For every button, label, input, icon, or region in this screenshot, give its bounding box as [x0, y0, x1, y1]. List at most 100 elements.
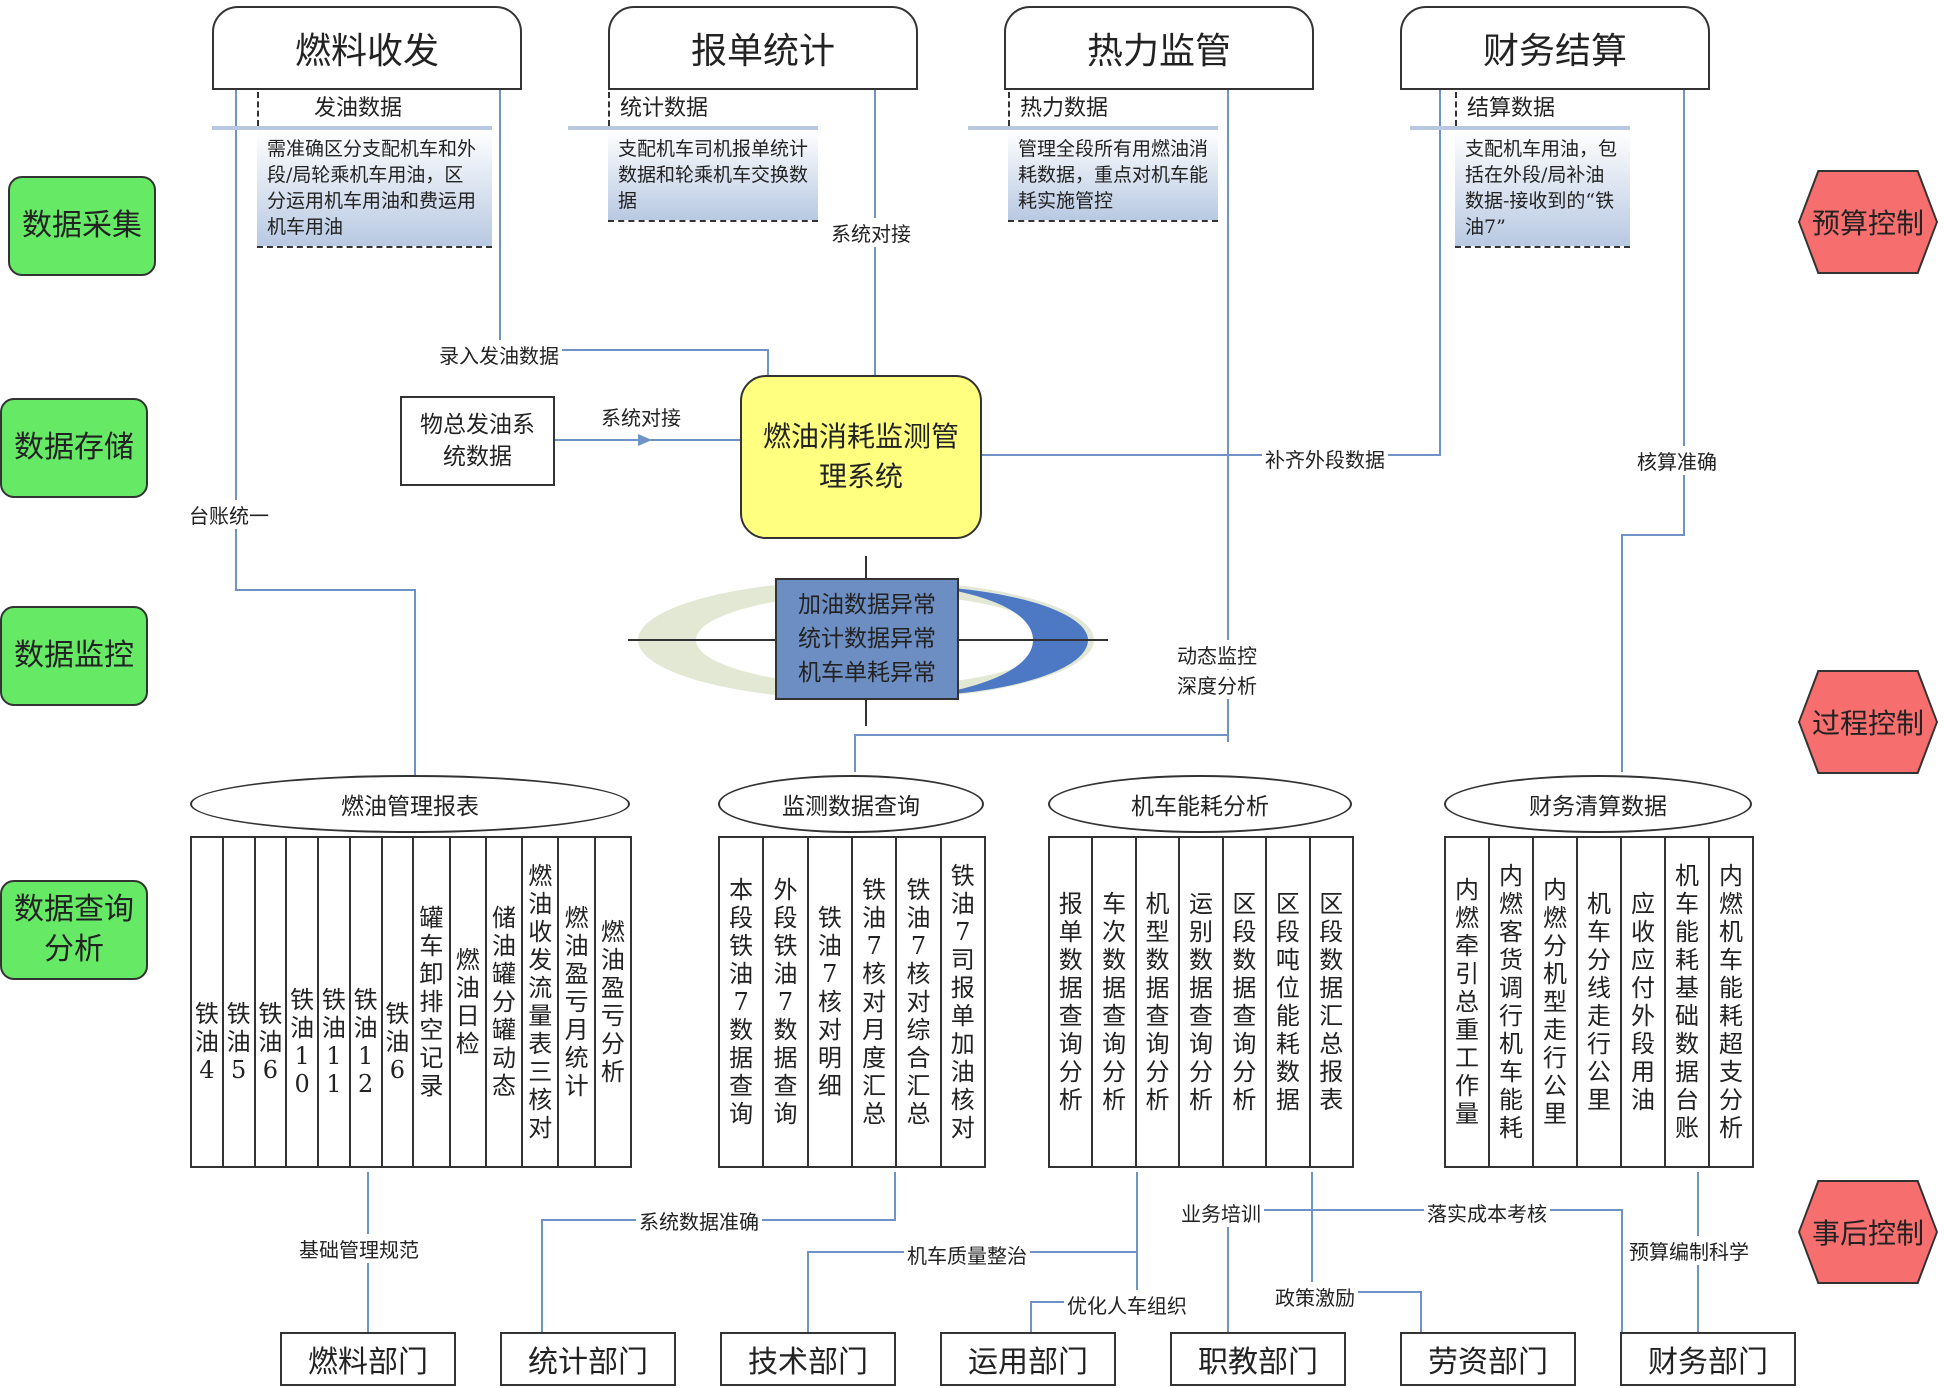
center-system-box: 燃油消耗监测管理系统: [740, 375, 982, 539]
top-box-title: 财务结算: [1482, 31, 1627, 72]
desc-label: 统计数据: [608, 92, 818, 126]
report-item: 铁油11: [319, 838, 351, 1166]
report-item: 外段铁油7数据查询: [764, 838, 809, 1166]
report-item: 铁油7核对综合汇总: [897, 838, 942, 1166]
report-item: 机车分线走行公里: [1578, 838, 1622, 1166]
edge-label-training: 业务培训: [1178, 1198, 1264, 1227]
report-item: 内燃牵引总重工作量: [1446, 838, 1490, 1166]
report-item: 燃油收发流量表三核对: [523, 838, 560, 1166]
report-item: 储油罐分罐动态: [487, 838, 524, 1166]
edge-label-optimize-crew: 优化人车组织: [1064, 1290, 1190, 1319]
top-box-report: 报单统计: [608, 6, 918, 90]
report-group-title: 机车能耗分析: [1048, 775, 1352, 833]
desc-label: 热力数据: [1008, 92, 1218, 126]
report-item: 铁油6: [256, 838, 288, 1166]
report-item: 铁油10: [287, 838, 319, 1166]
desc-text: 支配机车司机报单统计数据和轮乘机车交换数据: [608, 130, 818, 222]
label-data-monitor: 数据监控: [0, 606, 148, 706]
report-item: 铁油7核对月度汇总: [853, 838, 898, 1166]
alert-stat: 统计数据异常: [798, 626, 936, 652]
report-item: 机型数据查询分析: [1137, 838, 1181, 1166]
report-item: 铁油7司报单加油核对: [950, 862, 975, 1142]
report-item: 内燃分机型走行公里: [1534, 838, 1578, 1166]
desc-fuel: 发油数据 需准确区分支配机车和外段/局轮乘机车用油，区分运用机车用油和费运用机车…: [212, 92, 492, 248]
top-box-finance: 财务结算: [1400, 6, 1710, 90]
report-item: 燃油日检: [451, 838, 487, 1166]
report-item: 铁油12: [351, 838, 383, 1166]
desc-label: 发油数据: [257, 92, 492, 126]
alert-unit: 机车单耗异常: [798, 660, 936, 686]
desc-text: 需准确区分支配机车和外段/局轮乘机车用油，区分运用机车用油和费运用机车用油: [257, 130, 492, 248]
alert-fuel: 加油数据异常: [798, 592, 936, 618]
dept-finance: 财务部门: [1620, 1332, 1796, 1386]
edge-label-deep-analysis: 深度分析: [1174, 670, 1260, 699]
dept-tech: 技术部门: [720, 1332, 896, 1386]
report-group-title: 财务清算数据: [1444, 775, 1752, 833]
report-columns: 铁油4 铁油5 铁油6 铁油10 铁油11 铁油12 铁油6 罐车卸排空记录 燃…: [190, 836, 632, 1168]
top-box-title: 热力监管: [1086, 31, 1231, 72]
report-item: 区段数据汇总报表: [1319, 890, 1344, 1114]
desc-report: 统计数据 支配机车司机报单统计数据和轮乘机车交换数据: [568, 92, 818, 222]
desc-rule: [568, 126, 818, 130]
desc-text: 支配机车用油，包括在外段/局补油数据-接收到的“铁油7”: [1455, 130, 1630, 248]
report-item: 铁油7核对明细: [809, 838, 853, 1166]
desc-finance: 结算数据 支配机车用油，包括在外段/局补油数据-接收到的“铁油7”: [1410, 92, 1630, 248]
report-item: 应收应付外段用油: [1622, 838, 1666, 1166]
dept-education: 职教部门: [1170, 1332, 1346, 1386]
desc-text: 管理全段所有用燃油消耗数据，重点对机车能耗实施管控: [1008, 130, 1218, 222]
hex-budget-control: 预算控制: [1798, 170, 1938, 274]
report-group-title: 燃油管理报表: [190, 775, 630, 833]
top-box-thermal: 热力监管: [1004, 6, 1314, 90]
label-data-query: 数据查询分析: [0, 880, 148, 980]
edge-label-system-link-top: 系统对接: [828, 218, 914, 247]
report-group-title: 监测数据查询: [718, 775, 984, 833]
hex-label: 预算控制: [1800, 172, 1936, 272]
report-item: 内燃客货调行机车能耗: [1490, 838, 1534, 1166]
top-box-title: 燃料收发: [294, 31, 439, 72]
report-item: 铁油4: [192, 838, 224, 1166]
edge-label-quality-fix: 机车质量整治: [904, 1240, 1030, 1269]
label-data-collect: 数据采集: [8, 176, 156, 276]
desc-thermal: 热力数据 管理全段所有用燃油消耗数据，重点对机车能耗实施管控: [968, 92, 1218, 222]
report-item: 铁油5: [224, 838, 256, 1166]
hex-label: 事后控制: [1800, 1182, 1936, 1282]
dept-labor: 劳资部门: [1400, 1332, 1576, 1386]
desc-rule: [1410, 126, 1630, 130]
top-box-title: 报单统计: [690, 31, 835, 72]
report-item: 车次数据查询分析: [1093, 838, 1137, 1166]
label-data-storage: 数据存储: [0, 398, 148, 498]
dept-fuel: 燃料部门: [280, 1332, 456, 1386]
edge-label-enter-oil: 录入发油数据: [436, 340, 562, 369]
report-item: 燃油盈亏月统计: [559, 838, 596, 1166]
hex-label: 过程控制: [1800, 672, 1936, 772]
report-columns: 本段铁油7数据查询 外段铁油7数据查询 铁油7核对明细 铁油7核对月度汇总 铁油…: [718, 836, 986, 1168]
edge-label-policy-incentive: 政策激励: [1272, 1282, 1358, 1311]
report-item: 本段铁油7数据查询: [720, 838, 765, 1166]
report-item: 区段数据查询分析: [1224, 838, 1268, 1166]
hex-process-control: 过程控制: [1798, 670, 1938, 774]
alert-box: 加油数据异常 统计数据异常 机车单耗异常: [775, 578, 959, 700]
report-item: 燃油盈亏分析: [600, 918, 625, 1086]
report-item: 区段吨位能耗数据: [1267, 838, 1311, 1166]
report-columns: 内燃牵引总重工作量 内燃客货调行机车能耗 内燃分机型走行公里 机车分线走行公里 …: [1444, 836, 1754, 1168]
desc-rule: [968, 126, 1218, 130]
edge-label-basic-mgmt: 基础管理规范: [296, 1234, 422, 1263]
edge-label-supplement: 补齐外段数据: [1262, 444, 1388, 473]
edge-label-dynamic-monitor: 动态监控: [1174, 640, 1260, 669]
top-box-fuel: 燃料收发: [212, 6, 522, 90]
report-item: 报单数据查询分析: [1050, 838, 1094, 1166]
edge-label-accounting: 核算准确: [1634, 446, 1720, 475]
report-item: 运别数据查询分析: [1180, 838, 1224, 1166]
dept-stat: 统计部门: [500, 1332, 676, 1386]
desc-rule: [212, 126, 492, 130]
desc-label: 结算数据: [1455, 92, 1630, 126]
edge-label-sys-data-accurate: 系统数据准确: [636, 1206, 762, 1235]
edge-label-budget-science: 预算编制科学: [1626, 1236, 1752, 1265]
edge-label-ledger-unify: 台账统一: [186, 500, 272, 529]
report-item: 机车能耗基础数据台账: [1666, 838, 1710, 1166]
report-item: 铁油6: [383, 838, 415, 1166]
edge-label-cost-check: 落实成本考核: [1424, 1198, 1550, 1227]
report-item: 罐车卸排空记录: [414, 838, 451, 1166]
wuzong-oil-data-box: 物总发油系统数据: [400, 396, 555, 486]
